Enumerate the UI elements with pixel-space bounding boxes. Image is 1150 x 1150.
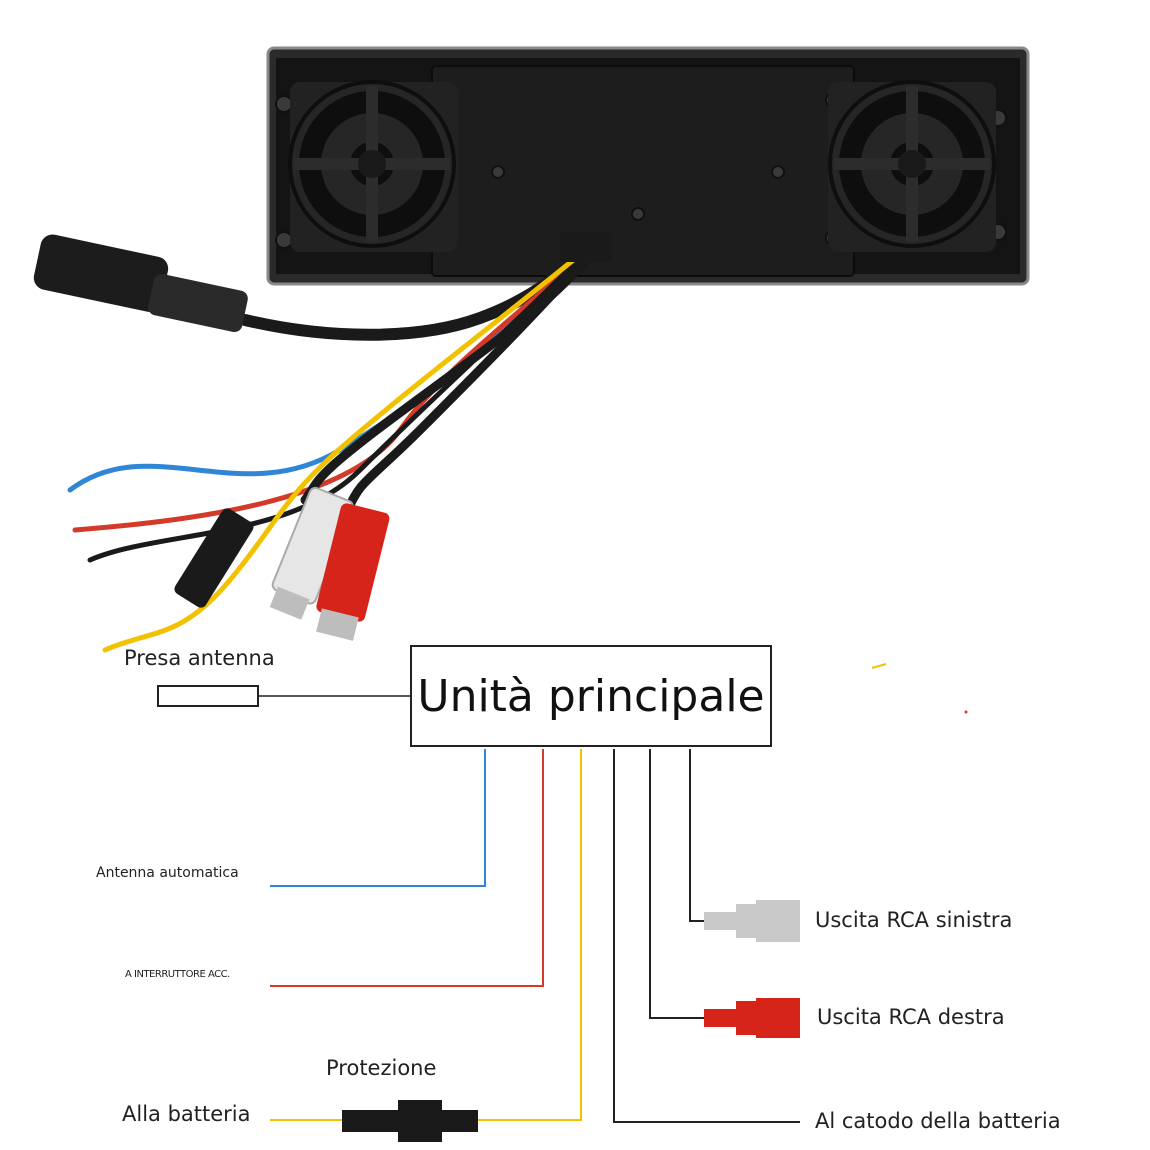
main-unit-title: Unità principale: [417, 670, 765, 722]
wire-harness: [67, 232, 612, 653]
right-fan-icon: [828, 80, 996, 252]
rca-left-line: [689, 749, 705, 922]
rca-red-plug-icon: [316, 503, 390, 641]
fuse-icon: [342, 1100, 478, 1142]
acc-switch-line: [270, 749, 544, 987]
battery-cathode-label: Al catodo della batteria: [815, 1109, 1061, 1133]
auto-antenna-line: [270, 749, 486, 887]
antenna-plug-icon: [33, 234, 248, 333]
battery-cathode-line: [613, 749, 800, 1123]
rca-left-connector-icon: [704, 900, 800, 942]
battery-label: Alla batteria: [122, 1102, 251, 1126]
head-unit-rear-view: [266, 46, 1030, 286]
fuse-label: Protezione: [326, 1056, 437, 1080]
left-fan-icon: [288, 80, 458, 252]
rca-right-connector-icon: [704, 998, 800, 1038]
antenna-socket-label: Presa antenna: [124, 646, 275, 670]
main-unit-box: Unità principale: [410, 645, 772, 747]
antenna-socket-icon: [157, 685, 259, 707]
rca-left-label: Uscita RCA sinistra: [815, 908, 1013, 932]
rca-right-label: Uscita RCA destra: [817, 1005, 1005, 1029]
auto-antenna-label: Antenna automatica: [96, 865, 239, 881]
rca-right-line: [649, 749, 705, 1019]
acc-switch-label: A INTERRUTTORE ACC.: [125, 969, 230, 980]
fuse-holder-icon: [174, 508, 254, 608]
